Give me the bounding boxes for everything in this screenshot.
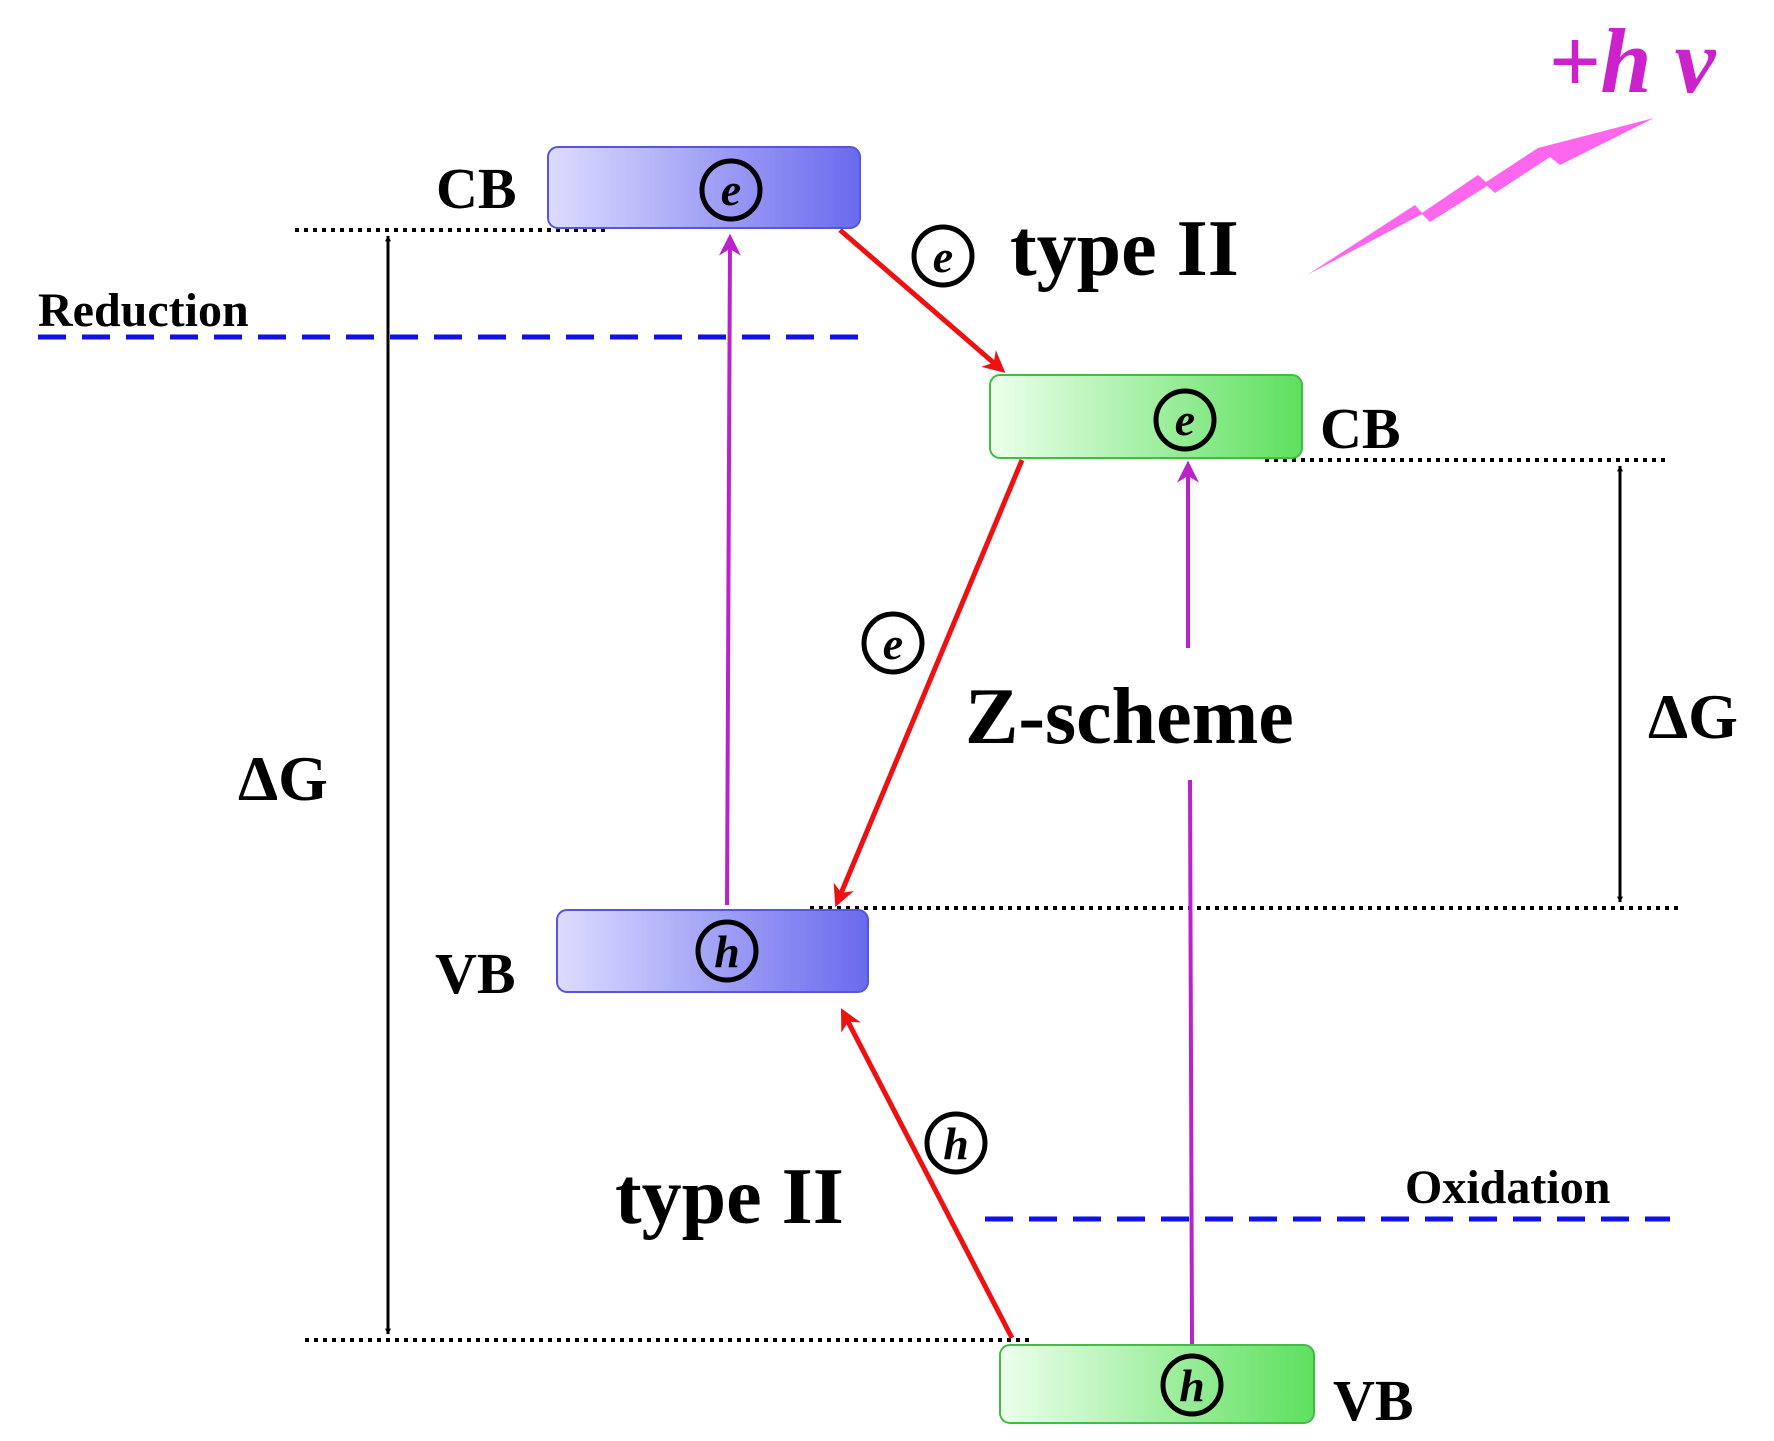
cb2-electron-symbol: e xyxy=(1175,394,1195,445)
vb1-band xyxy=(556,909,869,993)
reduction-label: Reduction xyxy=(38,284,249,337)
band-gap-label-2: ΔG xyxy=(1648,681,1738,752)
type2-hole-label: type II xyxy=(615,1153,844,1241)
semiconductor-1: CB e VB h xyxy=(435,146,869,1006)
type2-hole-annotation: h type II xyxy=(615,1111,988,1241)
type2-hole-transfer-arrow xyxy=(840,1008,1015,1340)
type2-electron-annotation: e type II xyxy=(911,205,1239,293)
vb2-label: VB xyxy=(1333,1368,1414,1433)
vb2-hole-icon xyxy=(1160,1353,1224,1417)
cb2-band xyxy=(989,374,1303,459)
vb2-hole-symbol: h xyxy=(1179,1360,1205,1411)
excitation-arrow-2-lower xyxy=(1188,779,1194,1346)
semiconductor-2: CB e VB h xyxy=(989,374,1414,1433)
type2-electron-symbol: e xyxy=(933,231,953,282)
photon: +h ν xyxy=(1307,10,1717,275)
vb1-hole-icon xyxy=(695,919,759,983)
band-gap-label-1: ΔG xyxy=(238,743,328,814)
zscheme-electron-symbol: e xyxy=(883,618,903,669)
zscheme-electron-transfer-arrow xyxy=(833,459,1025,908)
zscheme-electron-icon xyxy=(861,611,925,675)
cb1-electron-symbol: e xyxy=(721,164,741,215)
photon-label: +h ν xyxy=(1548,10,1717,112)
cb1-electron-icon xyxy=(699,158,763,222)
type2-electron-icon xyxy=(911,224,975,288)
vb1-hole-symbol: h xyxy=(714,926,740,977)
vb2-band xyxy=(999,1344,1315,1424)
zscheme-annotation: e Z-scheme xyxy=(861,611,1294,761)
zscheme-label: Z-scheme xyxy=(965,673,1294,761)
lightning-bolt-icon xyxy=(1307,118,1654,275)
band-edge-guides xyxy=(295,228,1680,1342)
type2-electron-label: type II xyxy=(1010,205,1239,293)
cb2-electron-icon xyxy=(1153,388,1217,452)
cb1-label: CB xyxy=(436,156,517,221)
cb2-label: CB xyxy=(1320,396,1401,461)
type2-hole-icon xyxy=(924,1111,988,1175)
vb1-label: VB xyxy=(435,941,516,1006)
type2-hole-symbol: h xyxy=(943,1118,969,1169)
excitation-arrow-1 xyxy=(718,233,741,906)
oxidation-label: Oxidation xyxy=(1405,1161,1610,1214)
type2-electron-transfer-arrow xyxy=(838,228,1006,373)
